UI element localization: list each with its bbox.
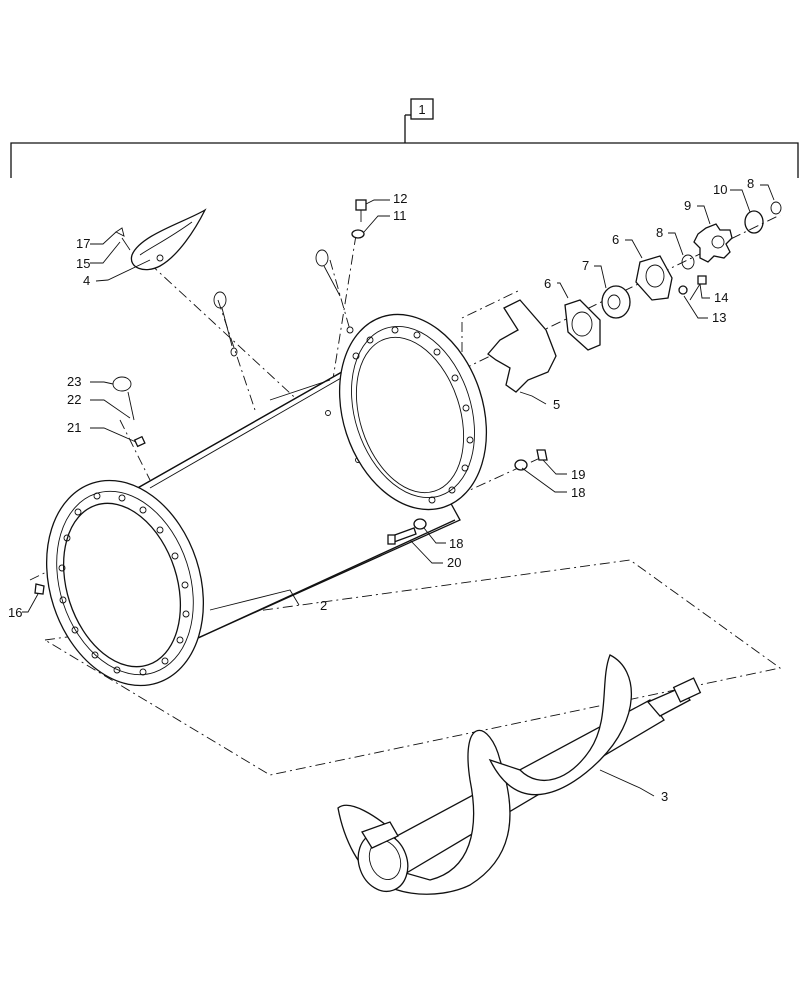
callout-11: 11 <box>393 208 407 223</box>
callout-14: 14 <box>714 290 728 305</box>
callout-19: 19 <box>571 467 585 482</box>
callout-10: 10 <box>713 182 727 197</box>
callout-12: 12 <box>393 191 407 206</box>
callout-16: 16 <box>8 605 22 620</box>
callout-2: 2 <box>320 598 327 613</box>
callout-21: 21 <box>67 420 81 435</box>
callout-13: 13 <box>712 310 726 325</box>
callout-7: 7 <box>582 258 589 273</box>
auger-envelope-outline <box>43 559 782 776</box>
callout-8a: 8 <box>656 225 663 240</box>
leader-lines <box>22 184 775 797</box>
callout-18b: 18 <box>449 536 463 551</box>
coupling-parts <box>681 201 782 270</box>
callout-15: 15 <box>76 256 90 271</box>
assembly-bracket: 1 <box>10 98 799 178</box>
rear-flange <box>338 313 488 511</box>
callout-17: 17 <box>76 236 90 251</box>
assembly-label-box <box>410 98 434 120</box>
callout-6a: 6 <box>544 276 551 291</box>
hardware-fasteners <box>34 199 707 595</box>
callout-22: 22 <box>67 392 81 407</box>
auger-tube <box>45 313 488 687</box>
auger-screw <box>337 654 702 895</box>
bearing-housings <box>564 255 673 351</box>
callout-8b: 8 <box>747 176 754 191</box>
callout-20: 20 <box>447 555 461 570</box>
callout-labels: 2 3 4 5 6 6 7 8 8 9 10 11 12 13 14 15 16… <box>8 176 754 804</box>
assembly-label: 1 <box>418 102 425 117</box>
bearing-bracket <box>487 299 557 393</box>
callout-4: 4 <box>83 273 90 288</box>
callout-23: 23 <box>67 374 81 389</box>
callout-5: 5 <box>553 397 560 412</box>
callout-9: 9 <box>684 198 691 213</box>
callout-6b: 6 <box>612 232 619 247</box>
callout-18a: 18 <box>571 485 585 500</box>
shield-cover <box>130 208 207 271</box>
callout-3: 3 <box>661 789 668 804</box>
bearing <box>601 285 631 319</box>
